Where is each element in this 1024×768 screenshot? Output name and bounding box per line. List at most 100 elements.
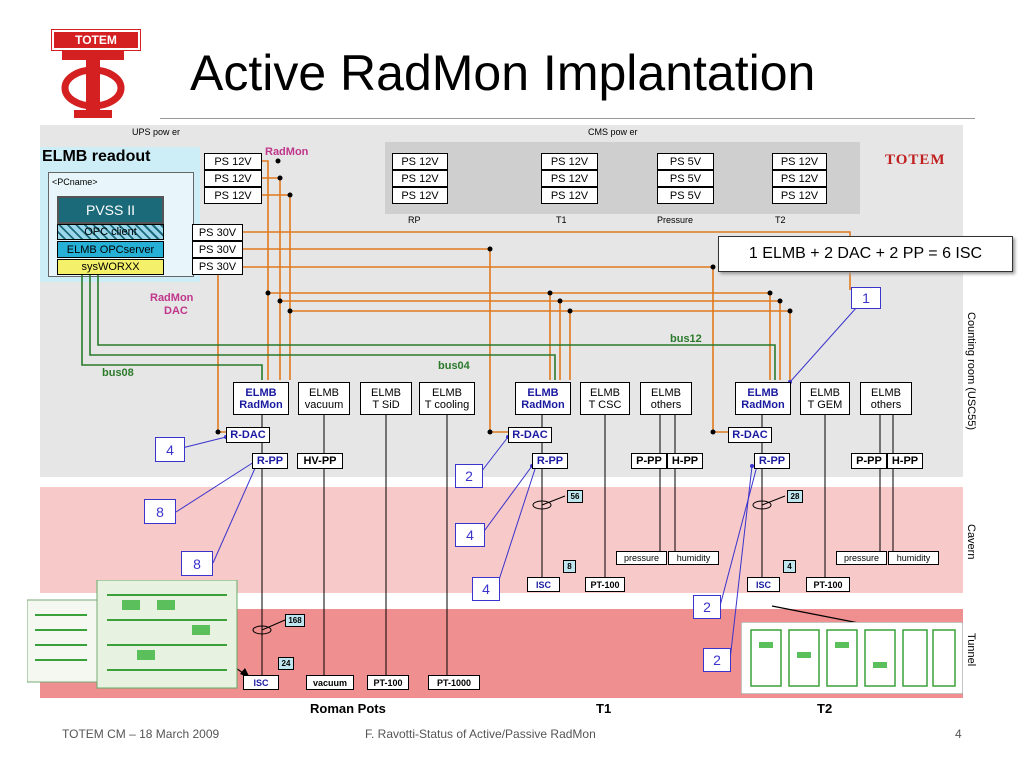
pcname-label: <PCname> (52, 177, 98, 187)
footer-center: F. Ravotti-Status of Active/Passive RadM… (365, 727, 596, 741)
group-label-pressure: Pressure (657, 215, 694, 225)
ups-ps12-2: PS 12V (204, 170, 262, 187)
ppp-t1: P-PP (631, 453, 667, 469)
radmon-dac-label-1: RadMon (150, 292, 194, 304)
count-rp-rdac: 4 (155, 437, 185, 462)
ps30-2: PS 30V (192, 241, 243, 258)
t1-ps-3: PS 12V (541, 187, 598, 204)
rdac-t1: R-DAC (508, 427, 552, 443)
elmb-t2-others-line2: others (870, 398, 902, 411)
elmb-t1-radmon-line2: RadMon (521, 398, 565, 411)
group-label-t2: T2 (775, 215, 786, 225)
hpp-t2: H-PP (887, 453, 923, 469)
rpp-t1: R-PP (532, 453, 568, 469)
elmb-t2-tgem-line2: T GEM (807, 398, 843, 411)
ppp-t2: P-PP (851, 453, 887, 469)
count-t2-radmon: 1 (851, 287, 881, 309)
count-rp-rpp-1: 8 (144, 499, 176, 524)
elmb-t1-tcsc-line2: T CSC (588, 398, 622, 411)
elmb-t1-others-line2: others (650, 398, 682, 411)
group-label-t1: T1 (556, 215, 567, 225)
cms-power-label: CMS pow er (588, 127, 638, 137)
elmb-rp-radmon-line1: ELMB (245, 386, 277, 399)
t1-ps-1: PS 12V (541, 153, 598, 170)
group-label-rp: RP (408, 215, 421, 225)
rpp-t2: R-PP (754, 453, 790, 469)
rdac-t2: R-DAC (728, 427, 772, 443)
elmb-rp-tcooling-line2: T cooling (424, 398, 470, 411)
t1-ps-2: PS 12V (541, 170, 598, 187)
rp-ps-3: PS 12V (392, 187, 448, 204)
isc-t1: ISC (527, 577, 560, 592)
isc-t2: ISC (747, 577, 780, 592)
count-t2-rdac: 2 (693, 595, 721, 619)
opc-server-box: ELMB OPCserver (57, 241, 164, 258)
elmb-t1-radmon-line1: ELMB (527, 386, 559, 399)
rdac-rp: R-DAC (226, 427, 270, 443)
ups-power-label: UPS pow er (132, 127, 181, 137)
bus12-label: bus12 (670, 333, 702, 345)
t2-ps-3: PS 12V (772, 187, 827, 204)
humidity-t2: humidity (888, 551, 939, 565)
elmb-t1-others-line1: ELMB (651, 386, 681, 399)
hvpp-rp: HV-PP (297, 453, 343, 469)
ps30-1: PS 30V (192, 224, 243, 241)
cable-count-4: 4 (783, 560, 796, 573)
elmb-rp-tcooling-line1: ELMB (432, 386, 462, 399)
pt1000-rp: PT-1000 (428, 675, 480, 690)
pt100-t1: PT-100 (585, 577, 625, 592)
page-number: 4 (955, 727, 962, 741)
totem-wordmark: TOTEM (885, 152, 946, 168)
opc-client-box: OPC client (57, 224, 164, 240)
elmb-rp-tsid-line1: ELMB (371, 386, 401, 399)
isc-formula: 1 ELMB + 2 DAC + 2 PP = 6 ISC (718, 236, 1013, 272)
bus08-label: bus08 (102, 367, 134, 379)
cable-count-168: 168 (285, 614, 305, 627)
radmon-ups-label: RadMon (265, 146, 309, 158)
cable-count-56: 56 (567, 490, 583, 503)
pressure-ps-1: PS 5V (657, 153, 714, 170)
totem-logo: TOTEM (50, 30, 140, 125)
pressure-t1: pressure (616, 551, 667, 565)
elmb-t2-radmon-line1: ELMB (747, 386, 779, 399)
vacuum-rp: vacuum (306, 675, 354, 690)
elmb-readout-title: ELMB readout (42, 148, 151, 165)
ups-ps12-3: PS 12V (204, 187, 262, 204)
t2-ps-1: PS 12V (772, 153, 827, 170)
pvss-box: PVSS II (57, 196, 164, 224)
title-divider (160, 118, 975, 119)
hpp-t1: H-PP (667, 453, 703, 469)
elmb-rp-radmon-line2: RadMon (239, 398, 283, 411)
cable-count-24: 24 (278, 657, 294, 670)
elmb-rp-vacuum-line2: vacuum (304, 398, 344, 411)
elmb-rp-vacuum-line1: ELMB (309, 386, 339, 399)
count-t2-rpp: 2 (703, 648, 731, 672)
page-title: Active RadMon Implantation (190, 45, 816, 101)
pressure-ps-3: PS 5V (657, 187, 714, 204)
count-t1-isc: 4 (472, 577, 500, 601)
pt100-t2: PT-100 (806, 577, 850, 592)
bus04-label: bus04 (438, 360, 470, 372)
bottom-label-t2: T2 (817, 701, 833, 716)
totem-emblem-icon (61, 50, 125, 118)
cable-count-8: 8 (563, 560, 576, 573)
bottom-label-t1: T1 (596, 701, 612, 716)
sysworxx-box: sysWORXX (57, 259, 164, 275)
isc-rp: ISC (243, 675, 279, 690)
rpp-rp: R-PP (252, 453, 288, 469)
humidity-t1: humidity (668, 551, 719, 565)
elmb-t2-tgem-line1: ELMB (810, 386, 840, 399)
pressure-t2: pressure (836, 551, 887, 565)
pt100-rp: PT-100 (367, 675, 409, 690)
footer-left: TOTEM CM – 18 March 2009 (62, 727, 220, 741)
